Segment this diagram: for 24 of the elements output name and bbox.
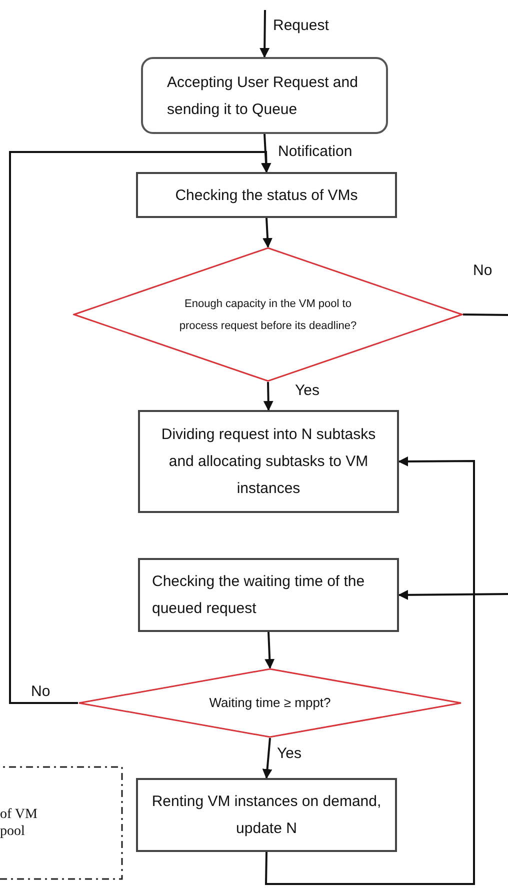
arrow [262,218,273,248]
frame-text: of VM pool [0,806,38,840]
process-text: Dividing request into N subtasks and allocating subtasks to VM instances [160,425,377,499]
edge-label: Request [272,17,330,36]
process-box [136,778,397,852]
start-box [141,57,388,134]
process-box [138,558,399,632]
process-text: Renting VM instances on demand, update N [150,792,382,839]
process-text: Accepting User Request and sending it to Queue [166,72,359,120]
arrow [262,738,272,779]
arrow [264,632,275,669]
process-text: Checking the status of VMs [174,186,359,206]
arrow [9,151,272,704]
arrow [260,10,270,58]
decision-diamond [78,668,462,738]
decision-diamond [73,247,463,382]
decision-text: Waiting time ≥ mppt? [209,694,331,712]
decision-text: Enough capacity in the VM pool to process request before its deadline? [178,296,358,334]
process-text: Checking the waiting time of the queued request [151,572,366,619]
process-box [138,410,399,513]
arrow [264,456,475,885]
arrow [263,382,274,411]
process-box [136,172,397,218]
arrow [398,590,508,600]
